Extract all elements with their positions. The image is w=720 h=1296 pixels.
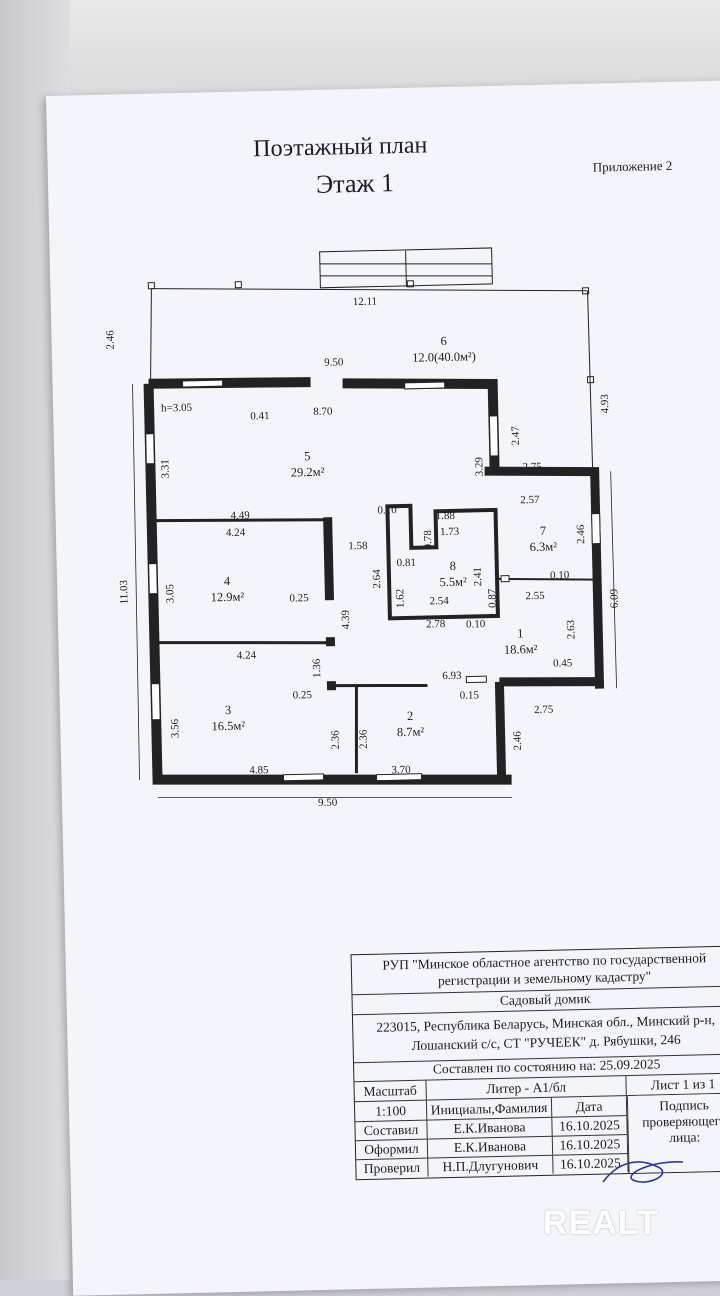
dim-label: 11.03 [118, 579, 131, 604]
dim-label: 3.05 [164, 583, 176, 603]
dim-label: 6.93 [442, 670, 462, 682]
dim-label: 3.31 [159, 459, 171, 479]
dim-label: 2.46 [512, 731, 524, 751]
signature-mark [602, 1161, 684, 1183]
scale-value: 1:100 [354, 1100, 428, 1122]
room-area: 6.3м² [530, 540, 558, 555]
dim-label: 3.70 [391, 764, 411, 776]
role-drawn: Оформил [355, 1139, 429, 1160]
dim-label: 0.78 [422, 530, 434, 550]
dim-label: 0.10 [550, 569, 570, 581]
dim-label: 9.50 [318, 797, 338, 809]
dim-label: 4.24 [226, 527, 246, 539]
dim-label: 2.47 [510, 426, 522, 446]
dim-label: 4.24 [237, 649, 257, 661]
dim-label: 1.73 [440, 526, 460, 538]
dim-label: 0.45 [553, 657, 573, 669]
dim-label: 9.50 [324, 356, 344, 368]
dim-label: 0.10 [377, 504, 397, 516]
floor-plan-drawing: 12.11 2.46 9.50 h=3.05 0.41 8.70 4.93 2.… [104, 247, 621, 809]
dim-label: 4.49 [230, 509, 250, 521]
dim-label: 4.39 [340, 609, 352, 629]
room-area: 12.0(40.0м²) [412, 349, 476, 364]
name-drawn: Е.К.Иванова [427, 1136, 554, 1158]
title-block: РУП "Минское областное агентство по госу… [350, 945, 720, 1181]
sheet-label: Лист 1 из 1 [650, 1076, 716, 1093]
dim-label: 12.11 [353, 296, 378, 309]
dim-label: 0.41 [250, 410, 270, 422]
dim-label: 2.41 [472, 567, 484, 587]
dim-label: h=3.05 [161, 402, 193, 415]
room-area: 16.5м² [211, 719, 245, 734]
dim-label: 2.64 [371, 569, 383, 589]
room-area: 5.5м² [439, 575, 467, 590]
dim-label: 8.70 [313, 406, 333, 418]
dim-label: 4.93 [599, 394, 611, 414]
dim-label: 3.56 [169, 718, 181, 738]
room-number: 4 [224, 574, 231, 588]
dim-label: 6.09 [608, 588, 620, 608]
dim-label: 2.46 [104, 330, 116, 350]
dim-label: 2.55 [525, 590, 545, 602]
dim-label: 4.85 [249, 764, 269, 776]
date-header: Дата [551, 1096, 628, 1117]
room-area: 8.7м² [397, 725, 425, 740]
dim-label: 0.15 [460, 689, 480, 701]
dim-label: 2.36 [329, 730, 341, 750]
room-number: 7 [540, 524, 547, 538]
dim-label: 2.54 [429, 595, 449, 607]
date-compiled: 16.10.2025 [552, 1116, 628, 1136]
room-number: 6 [440, 334, 447, 348]
dim-label: 1.88 [435, 510, 455, 522]
role-checked: Проверил [356, 1158, 429, 1179]
dim-label: 1.62 [394, 589, 406, 609]
dim-label: 2.75 [534, 704, 554, 716]
watermark-logo: REALT [543, 1204, 659, 1242]
role-compiled: Составил [355, 1120, 428, 1141]
room-number: 8 [449, 559, 456, 573]
room-area: 29.2м² [291, 465, 325, 480]
dim-label: 3.29 [473, 456, 485, 476]
dim-label: 2.75 [522, 461, 542, 473]
name-compiled: Е.К.Иванова [427, 1117, 553, 1139]
room-number: 5 [304, 449, 311, 463]
dim-label: 2.63 [565, 619, 577, 639]
room-area: 12.9м² [210, 590, 244, 605]
dim-label: 1.36 [311, 658, 323, 678]
dim-label: 2.57 [520, 494, 540, 506]
dim-label: 2.36 [357, 729, 369, 749]
dim-label: 0.81 [397, 557, 417, 569]
room-number: 1 [517, 626, 524, 640]
dim-label: 0.25 [289, 592, 309, 604]
name-checked: Н.П.Длугунович [428, 1155, 554, 1177]
initials-header: Инициалы,Фамилия [426, 1097, 553, 1120]
dim-label: 0.25 [293, 689, 313, 701]
dim-label: 0.87 [486, 588, 498, 608]
dim-label: 2.78 [426, 618, 446, 630]
scale-label: Масштаб [354, 1080, 427, 1102]
room-area: 18.6м² [504, 642, 538, 657]
dim-label: 1.58 [348, 540, 368, 552]
room-number: 2 [407, 709, 414, 723]
dim-label: 2.46 [575, 524, 587, 544]
floor-plan-sheet: Поэтажный план Этаж 1 Приложение 2 [46, 80, 720, 1296]
room-number: 3 [225, 703, 232, 717]
dim-label: 0.10 [466, 618, 486, 630]
